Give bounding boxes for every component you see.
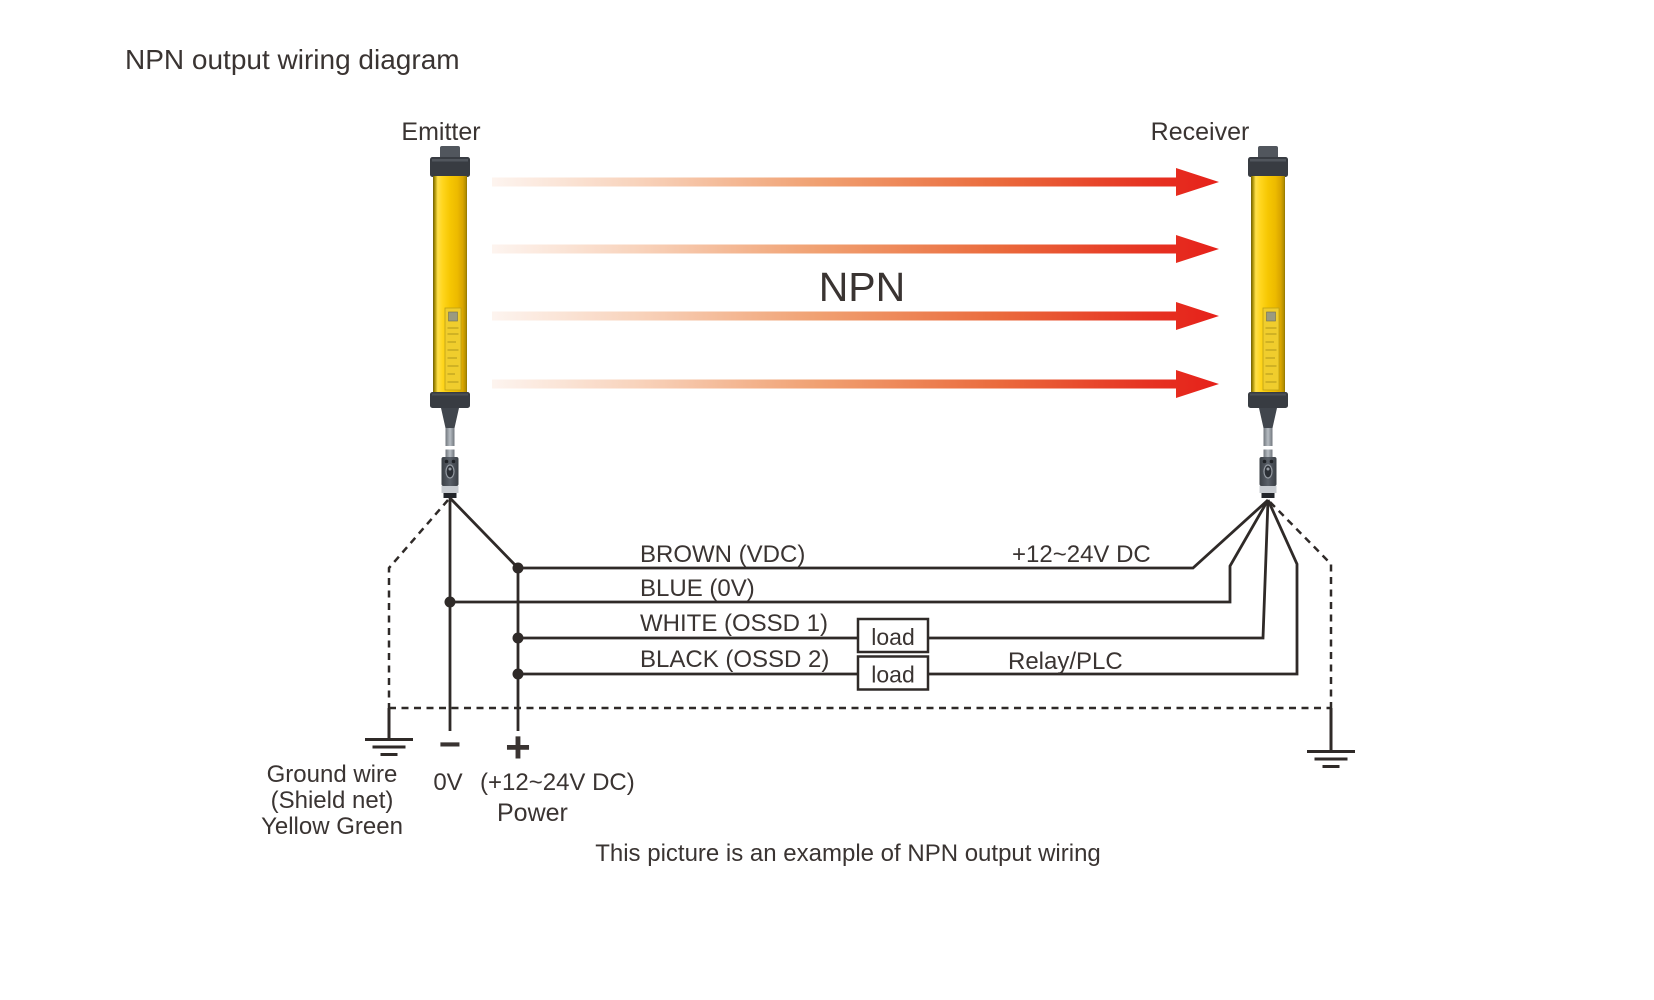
- minus-terminal-icon: −: [439, 724, 461, 766]
- shield-wire: [387, 499, 1333, 710]
- load-box-2-label: load: [871, 662, 914, 688]
- load-box-2: [856, 655, 930, 691]
- junction-dot: [512, 562, 524, 574]
- power-label: Power: [497, 799, 568, 827]
- junction-dot: [512, 632, 524, 644]
- load-box-1-label: load: [871, 624, 914, 650]
- loads: load load: [856, 617, 930, 691]
- plus-voltage-label: (+12~24V DC): [480, 769, 635, 796]
- wiring: [448, 497, 1299, 731]
- wire-blue-label: BLUE (0V): [640, 575, 755, 602]
- wire-white-label: WHITE (OSSD 1): [640, 610, 828, 637]
- wire-white: [518, 499, 1270, 640]
- junction-dots: [444, 562, 524, 680]
- relay-plc-label: Relay/PLC: [1008, 648, 1123, 675]
- beam-arrow-icon: [492, 235, 1219, 263]
- load-box-1: [856, 617, 930, 654]
- emitter-tower: [429, 145, 471, 499]
- caption: This picture is an example of NPN output…: [595, 840, 1101, 867]
- receiver-tower: [1247, 145, 1289, 499]
- junction-dot: [512, 668, 524, 680]
- wire-rail-plus: [448, 497, 520, 731]
- receiver-label: Receiver: [1151, 118, 1250, 146]
- junction-dot: [444, 596, 456, 608]
- wire-brown-label: BROWN (VDC): [640, 541, 805, 568]
- beam-arrow-icon: [492, 370, 1219, 398]
- page-title: NPN output wiring diagram: [125, 44, 460, 75]
- ground-note-line1: Ground wire: [267, 761, 398, 788]
- beam-type-label: NPN: [819, 264, 906, 310]
- ground-note-line2: (Shield net): [271, 787, 394, 814]
- beam-arrow-icon: [492, 302, 1219, 330]
- ground-symbol-left: [365, 708, 413, 756]
- wire-blue: [450, 499, 1270, 604]
- emitter-label: Emitter: [401, 118, 480, 146]
- ground-note-line3: Yellow Green: [261, 813, 403, 840]
- supply-voltage-label: +12~24V DC: [1012, 541, 1151, 568]
- plus-terminal-icon: +: [505, 723, 531, 772]
- wire-brown: [518, 498, 1269, 570]
- wire-black-label: BLACK (OSSD 2): [640, 646, 829, 673]
- beam-arrow-icon: [492, 168, 1219, 196]
- light-beams: [492, 168, 1219, 398]
- zero-volt-label: 0V: [433, 769, 462, 796]
- ground-symbol-right: [1307, 708, 1355, 768]
